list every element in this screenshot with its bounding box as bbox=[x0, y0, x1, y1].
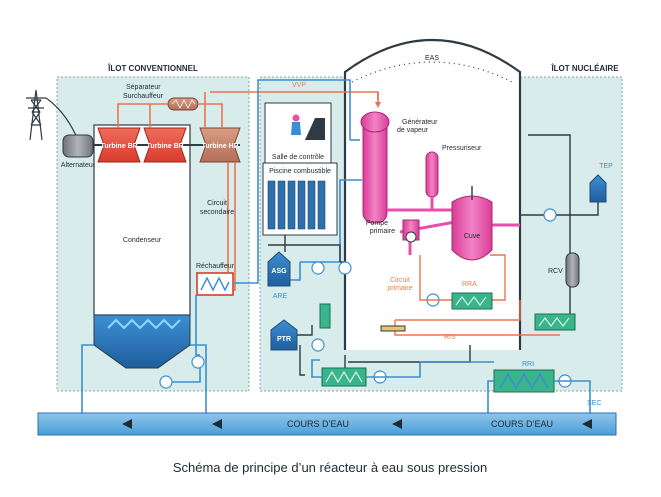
feedwater-lines bbox=[160, 79, 362, 383]
sump bbox=[380, 325, 406, 332]
eas-label: EAS bbox=[425, 55, 439, 62]
river-left-label: COURS D’EAU bbox=[287, 419, 349, 429]
rri-coil bbox=[499, 372, 549, 390]
circuit-primary-label-1: Circuit bbox=[390, 277, 410, 284]
turbine-bp-2 bbox=[143, 127, 187, 163]
eas-spray-line bbox=[351, 61, 513, 83]
steam-generator-dome bbox=[360, 111, 390, 133]
pressurizer bbox=[425, 151, 439, 198]
alternator bbox=[62, 134, 94, 158]
ris-label: RIS bbox=[444, 334, 456, 341]
river bbox=[37, 412, 617, 436]
turbine-hp-label: Turbine HP bbox=[202, 143, 239, 150]
zone-nuclear-title: ÎLOT NUCLÉAIRE bbox=[550, 64, 619, 73]
condenser-label: Condenseur bbox=[123, 237, 162, 244]
separator-label: Séparateur bbox=[126, 84, 161, 91]
primary-pump-impeller bbox=[405, 231, 417, 243]
ptr-tank bbox=[270, 319, 298, 351]
primary-aux-lines bbox=[394, 254, 560, 336]
caption: Schéma de principe d’un réacteur à eau s… bbox=[173, 460, 487, 475]
lower-exchanger-coil bbox=[325, 371, 363, 383]
alternator-label: Alternateur bbox=[61, 162, 96, 169]
rri-label: RRI bbox=[522, 361, 534, 368]
turbine-bp-2-label: Turbine BP bbox=[147, 143, 184, 150]
asg-tank bbox=[267, 251, 291, 287]
steam-generator-label-1: Générateur bbox=[402, 119, 438, 126]
turbine-hp bbox=[199, 127, 241, 163]
tep-label: TEP bbox=[599, 163, 613, 170]
rra-label: RRA bbox=[462, 281, 477, 288]
steam-generator bbox=[362, 117, 388, 224]
rra-exchanger bbox=[451, 292, 493, 310]
circuit-secondary-label-2: secondaire bbox=[200, 209, 234, 216]
vessel-label: Cuve bbox=[464, 233, 480, 240]
condenser-coil bbox=[107, 318, 181, 330]
control-room-label: Salle de contrôle bbox=[272, 154, 324, 161]
river-flow-arrows bbox=[122, 419, 592, 429]
are-label: ARE bbox=[273, 293, 288, 300]
vvp-arrow bbox=[375, 102, 381, 108]
cooling-lines bbox=[81, 344, 591, 425]
asg-label: ASG bbox=[271, 268, 287, 275]
primary-pump-label-2: primaire bbox=[370, 228, 395, 235]
fuel-pool-label: Piscine combustible bbox=[269, 168, 331, 175]
zone-conventional-title: ÎLOT CONVENTIONNEL bbox=[107, 64, 198, 73]
superheater-label: Surchauffeur bbox=[123, 93, 164, 100]
ptr-filter bbox=[319, 303, 331, 329]
power-pylon-icon bbox=[26, 89, 46, 141]
separator-pattern bbox=[171, 99, 196, 109]
rcv-exchanger bbox=[534, 313, 576, 331]
sec-label: SEC bbox=[587, 400, 601, 407]
reheater-label: Réchauffeur bbox=[196, 263, 235, 270]
fuel-rods bbox=[267, 180, 326, 230]
turbine-bp-1 bbox=[97, 127, 141, 163]
steam-generator-label-2: de vapeur bbox=[397, 127, 429, 134]
tep-tank bbox=[589, 174, 607, 203]
primary-pump-label-1: Pompe bbox=[366, 220, 388, 227]
circuit-primary-label-2: primaire bbox=[387, 285, 412, 292]
operator-body-icon bbox=[291, 122, 301, 135]
ptr-label: PTR bbox=[277, 336, 291, 343]
reheater-coil bbox=[200, 276, 230, 292]
turbine-bp-1-label: Turbine BP bbox=[101, 143, 138, 150]
rcv-label: RCV bbox=[548, 268, 563, 275]
rcv-tank bbox=[565, 252, 580, 288]
rra-coil bbox=[455, 296, 487, 306]
vvp-label: VVP bbox=[292, 82, 306, 89]
operator-head-icon bbox=[292, 114, 300, 122]
river-right-label: COURS D’EAU bbox=[491, 419, 553, 429]
circuit-secondary-label-1: Circuit bbox=[207, 200, 227, 207]
control-room-console bbox=[305, 118, 325, 140]
reactor-vessel bbox=[451, 195, 493, 261]
pressurizer-label: Pressuriseur bbox=[442, 145, 482, 152]
rcv-coil bbox=[538, 317, 570, 327]
